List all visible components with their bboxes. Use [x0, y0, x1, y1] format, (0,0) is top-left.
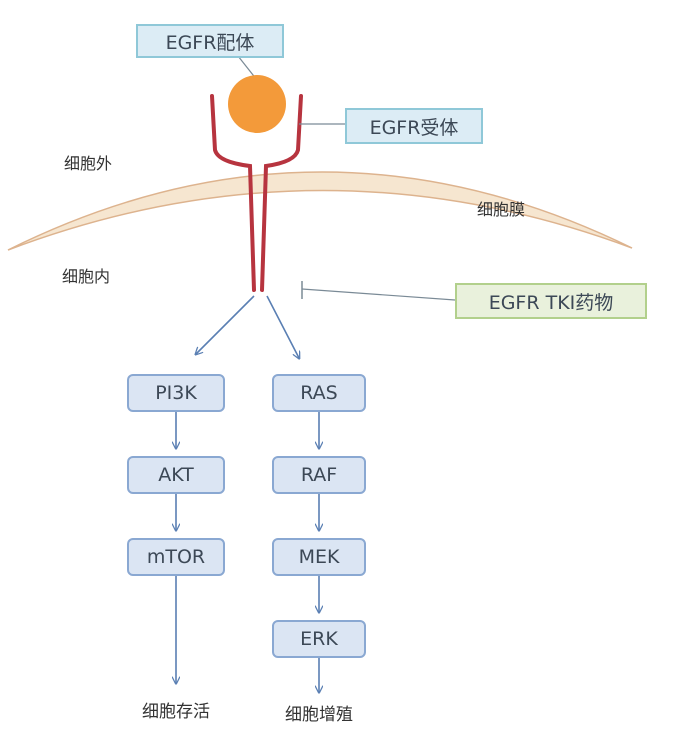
egfr-ligand-label: EGFR配体 [136, 24, 284, 58]
extracellular-label: 细胞外 [64, 154, 113, 173]
node-mtor: mTOR [127, 538, 225, 576]
node-pi3k: PI3K [127, 374, 225, 412]
egfr-tki-drug-label: EGFR TKI药物 [455, 283, 647, 319]
tki-inhibition-line [301, 288, 456, 301]
cell-membrane [7, 171, 633, 251]
egfr-receptor [210, 94, 303, 292]
arrow-receptor-to-pi3k [196, 295, 255, 354]
node-erk: ERK [272, 620, 366, 658]
egfr-ligand-circle [228, 75, 286, 133]
node-mek: MEK [272, 538, 366, 576]
egfr-receptor-label: EGFR受体 [345, 108, 483, 144]
outcome-cell-survival: 细胞存活 [142, 701, 210, 722]
node-akt: AKT [127, 456, 225, 494]
node-ras: RAS [272, 374, 366, 412]
arrow-receptor-to-ras [266, 295, 299, 358]
outcome-cell-proliferation: 细胞增殖 [285, 704, 353, 725]
intracellular-label: 细胞内 [62, 267, 111, 286]
node-raf: RAF [272, 456, 366, 494]
cell-membrane-label: 细胞膜 [477, 200, 526, 219]
